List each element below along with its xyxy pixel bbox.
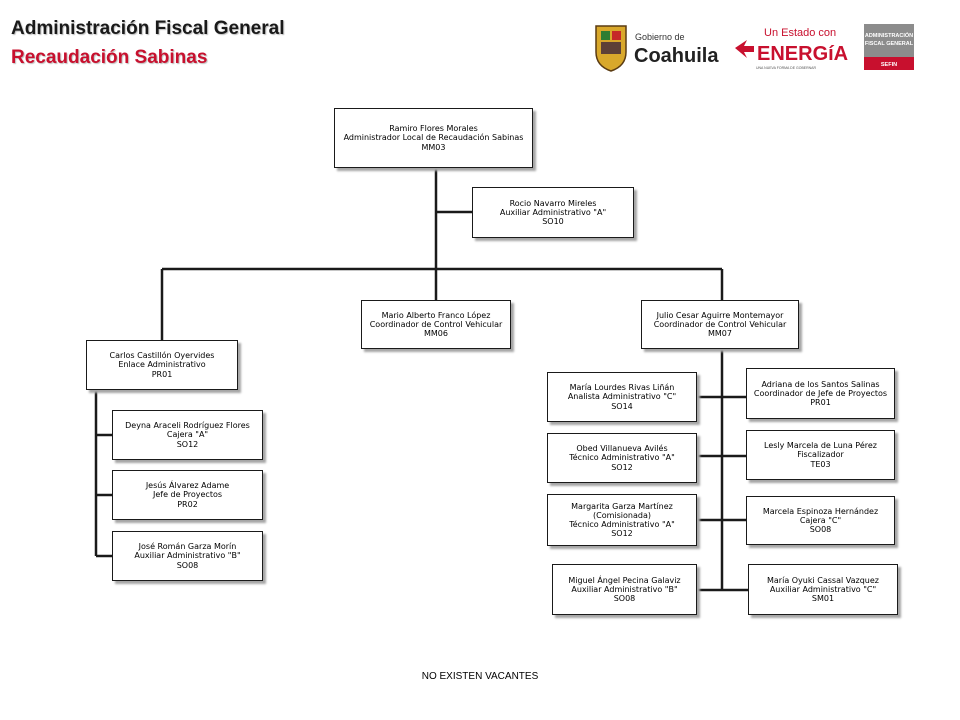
node-code: SO08	[176, 560, 199, 570]
node-code: SO10	[542, 217, 564, 227]
energia-logo-text: ENERGíA	[757, 43, 848, 65]
node-julio-aguirre: Julio Cesar Aguirre Montemayor Coordinad…	[641, 300, 799, 349]
node-name: María Oyuki Cassal Vazquez	[767, 575, 879, 585]
node-role: Cajera "C"	[799, 515, 842, 525]
node-code: PR01	[151, 369, 173, 379]
node-maria-oyuki-cassal: María Oyuki Cassal Vazquez Auxiliar Admi…	[748, 564, 898, 615]
node-role: Administrador Local de Recaudación Sabin…	[343, 133, 524, 143]
node-role: Enlace Administrativo	[118, 360, 206, 370]
node-code: SM01	[811, 594, 835, 604]
afg-badge-line1: ADMINISTRACIÓN	[865, 31, 913, 39]
node-code: SO14	[611, 401, 633, 411]
node-rocio-navarro: Rocio Navarro Mireles Auxiliar Administr…	[472, 187, 634, 238]
node-role: Técnico Administrativo "A"	[569, 520, 675, 529]
node-name: Marcela Espinoza Hernández	[762, 506, 879, 516]
node-code: PR02	[177, 499, 198, 509]
node-code: TE03	[810, 459, 831, 469]
node-name: Margarita Garza Martínez	[571, 501, 673, 511]
node-margarita-garza: Margarita Garza Martínez (Comisionada) T…	[547, 494, 697, 546]
afg-badge-icon	[864, 24, 914, 70]
node-code: SO12	[176, 439, 199, 449]
node-name: Julio Cesar Aguirre Montemayor	[656, 310, 784, 320]
node-maria-lourdes-rivas: María Lourdes Rivas Liñán Analista Admin…	[547, 372, 697, 422]
node-ramiro-flores: Ramiro Flores Morales Administrador Loca…	[334, 108, 533, 168]
energia-arrow-icon	[735, 40, 754, 58]
coahuila-shield-icon	[595, 25, 627, 72]
node-marcela-espinoza: Marcela Espinoza Hernández Cajera "C" SO…	[746, 496, 895, 545]
node-jose-garza: José Román Garza Morín Auxiliar Administ…	[112, 531, 263, 581]
node-code: MM07	[708, 329, 732, 339]
node-miguel-pecina: Miguel Ángel Pecina Galaviz Auxiliar Adm…	[552, 564, 697, 615]
node-obed-villanueva: Obed Villanueva Avilés Técnico Administr…	[547, 433, 697, 483]
node-code: SO12	[611, 529, 633, 539]
node-role: Fiscalizador	[797, 450, 844, 460]
node-role: Coordinador de Jefe de Proyectos	[753, 388, 888, 398]
node-role: Auxiliar Administrativo "A"	[499, 207, 607, 217]
node-code: MM06	[424, 329, 448, 339]
node-code: PR01	[810, 398, 831, 408]
node-name: Obed Villanueva Avilés	[576, 444, 668, 454]
node-deyna-rodriguez: Deyna Araceli Rodríguez Flores Cajera "A…	[112, 410, 263, 460]
node-jesus-alvarez: Jesús Álvarez Adame Jefe de Proyectos PR…	[112, 470, 263, 520]
node-role: Coordinador de Control Vehicular	[653, 319, 787, 329]
node-name: Ramiro Flores Morales	[389, 124, 478, 134]
node-name: Rocio Navarro Mireles	[509, 198, 597, 208]
energia-logo-top-text: Un Estado con	[764, 27, 836, 39]
node-role: Cajera "A"	[166, 430, 209, 440]
node-role: Auxiliar Administrativo "C"	[769, 584, 877, 594]
node-role: Analista Administrativo "C"	[567, 392, 677, 402]
node-name: Deyna Araceli Rodríguez Flores	[125, 421, 250, 431]
node-note: (Comisionada)	[593, 510, 651, 520]
node-adriana-santos: Adriana de los Santos Salinas Coordinado…	[746, 368, 895, 419]
page-title: Administración Fiscal General	[11, 18, 285, 39]
node-name: Mario Alberto Franco López	[381, 310, 491, 320]
node-role: Coordinador de Control Vehicular	[369, 319, 503, 329]
node-name: Miguel Ángel Pecina Galaviz	[568, 575, 681, 585]
node-name: Adriana de los Santos Salinas	[761, 379, 880, 389]
node-role: Jefe de Proyectos	[152, 490, 223, 500]
node-lesly-luna: Lesly Marcela de Luna Pérez Fiscalizador…	[746, 430, 895, 480]
node-name: José Román Garza Morín	[138, 542, 237, 552]
government-logos: Gobierno de Coahuila Un Estado con ENERG…	[595, 24, 914, 72]
afg-badge-line2: FISCAL GENERAL	[865, 41, 914, 47]
node-role: Auxiliar Administrativo "B"	[571, 584, 678, 594]
node-code: MM03	[421, 142, 446, 152]
node-code: SO08	[809, 525, 832, 535]
afg-badge-line3: SEFIN	[881, 62, 897, 68]
coahuila-logo-text: Coahuila	[634, 45, 719, 67]
coahuila-logo-small-text: Gobierno de	[635, 32, 685, 42]
vacancies-note: NO EXISTEN VACANTES	[421, 671, 539, 682]
node-role: Auxiliar Administrativo "B"	[134, 551, 241, 561]
node-name: Lesly Marcela de Luna Pérez	[764, 441, 877, 451]
energia-tagline-text: UNA NUEVA FORMA DE GOBERNAR	[756, 66, 817, 70]
node-carlos-castillon: Carlos Castillón Oyervides Enlace Admini…	[86, 340, 238, 390]
node-code: SO08	[613, 594, 636, 604]
node-mario-franco: Mario Alberto Franco López Coordinador d…	[361, 300, 511, 349]
node-name: Jesús Álvarez Adame	[145, 481, 230, 491]
node-role: Técnico Administrativo "A"	[569, 453, 675, 463]
node-name: María Lourdes Rivas Liñán	[569, 383, 675, 393]
node-name: Carlos Castillón Oyervides	[109, 351, 215, 361]
page-subtitle: Recaudación Sabinas	[11, 47, 208, 68]
node-code: SO12	[611, 462, 633, 472]
